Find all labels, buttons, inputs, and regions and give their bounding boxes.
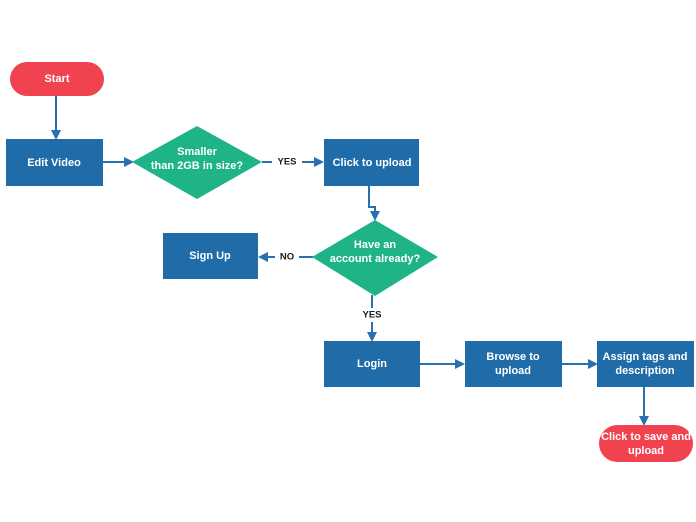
sign-up-node[interactable]: Sign Up [163,233,258,279]
size-check-decision[interactable]: Smaller than 2GB in size? [132,126,262,199]
start-node[interactable]: Start [10,62,104,96]
save-and-upload-node[interactable]: Click to save and upload [599,425,693,462]
edit-video-node[interactable]: Edit Video [6,139,103,186]
size-check-label-line2: than 2GB in size? [151,160,244,172]
browse-to-upload-label-line2: upload [495,365,531,377]
browse-to-upload-node[interactable]: Browse to upload [465,341,562,387]
assign-tags-node[interactable]: Assign tags and description [597,341,694,387]
edge-label-yes-size: YES [277,157,296,168]
login-label: Login [357,358,387,370]
edge-label-yes-account: YES [362,310,381,321]
browse-to-upload-label-line1: Browse to [486,351,539,363]
account-check-label-line1: Have an [354,239,396,251]
sign-up-label: Sign Up [189,250,231,262]
save-and-upload-label-line1: Click to save and [601,431,691,443]
edge-label-bg [357,308,387,322]
edge-label-bg [275,250,299,264]
assign-tags-label-line2: description [615,365,675,377]
save-and-upload-label-line2: upload [628,445,664,457]
start-node-label: Start [44,73,69,85]
account-check-decision[interactable]: Have an account already? [312,220,438,296]
click-to-upload-label: Click to upload [333,157,412,169]
login-node[interactable]: Login [324,341,420,387]
edge-click-upload-to-account-check [368,186,380,221]
assign-tags-label-line1: Assign tags and [603,351,688,363]
click-to-upload-node[interactable]: Click to upload [324,139,419,186]
size-check-label-line1: Smaller [177,146,217,158]
edge-label-bg [272,155,302,169]
edge-label-no-account: NO [280,252,294,263]
account-check-label-line2: account already? [330,253,421,265]
edit-video-label: Edit Video [27,157,81,169]
